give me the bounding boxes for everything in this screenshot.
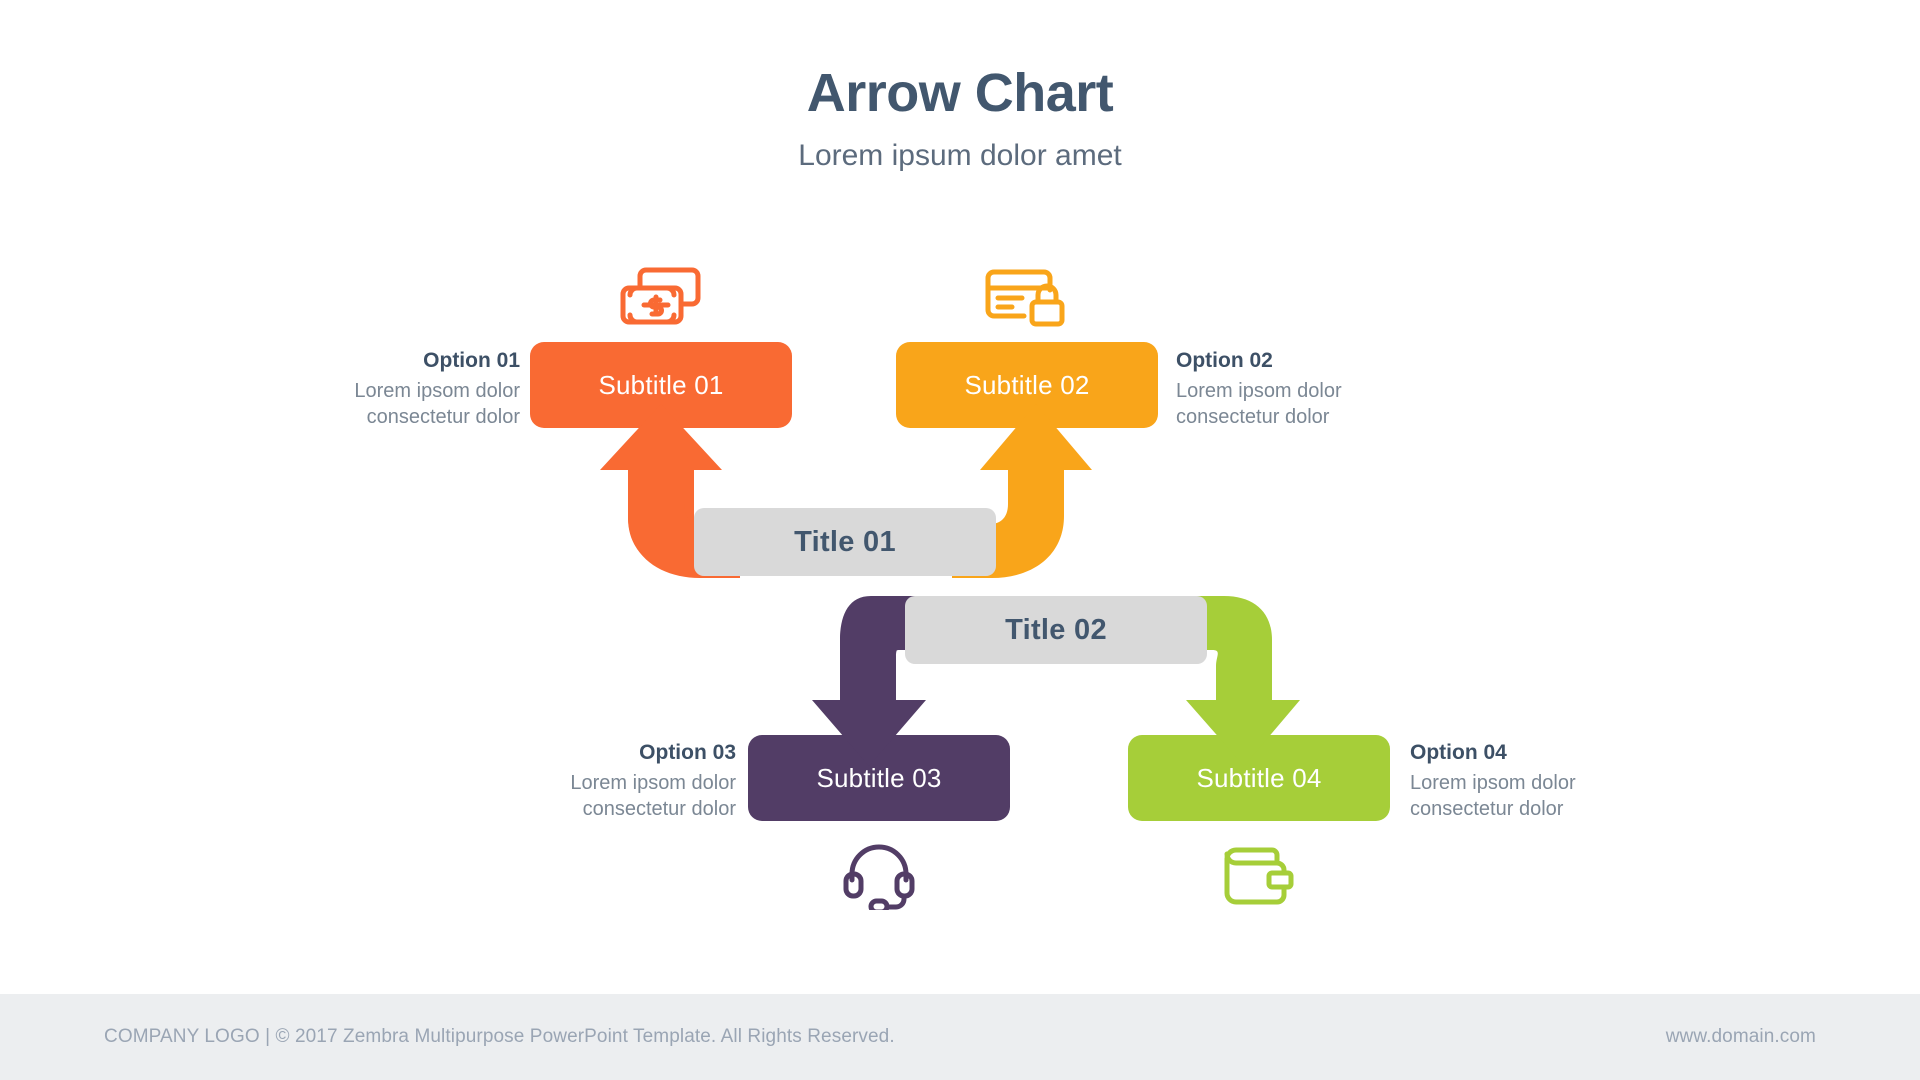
option-title-03: Option 03 (639, 741, 736, 764)
option-title-04: Option 04 (1410, 741, 1507, 764)
slide-footer: COMPANY LOGO | © 2017 Zembra Multipurpos… (0, 994, 1920, 1080)
option-block-02: Option 02 Lorem ipsom dolor consectetur … (1176, 348, 1406, 430)
subtitle-pill-03[interactable]: Subtitle 03 (748, 735, 1010, 821)
footer-website-link[interactable]: www.domain.com (1665, 1026, 1816, 1047)
cash-banknote-dollar-icon (613, 262, 709, 332)
option-body-02-line-1: Lorem ipsom dolor (1176, 380, 1342, 403)
option-body-04-line-1: Lorem ipsom dolor (1410, 772, 1576, 795)
option-block-01: Option 01 Lorem ipsom dolor consectetur … (290, 348, 520, 430)
page-subtitle: Lorem ipsum dolor amet (798, 139, 1122, 173)
option-body-01-line-1: Lorem ipsom dolor (354, 380, 520, 403)
option-body-03-line-2: consectetur dolor (582, 798, 736, 821)
option-block-03: Option 03 Lorem ipsom dolor consectetur … (506, 740, 736, 822)
option-block-04: Option 04 Lorem ipsom dolor consectetur … (1410, 740, 1640, 822)
credit-card-lock-icon (979, 262, 1075, 332)
headset-support-icon (831, 842, 927, 912)
option-body-01-line-2: consectetur dolor (366, 406, 520, 429)
wallet-icon (1211, 842, 1307, 912)
subtitle-pill-02[interactable]: Subtitle 02 (896, 342, 1158, 428)
option-title-02: Option 02 (1176, 349, 1273, 372)
option-body-03-line-1: Lorem ipsom dolor (570, 772, 736, 795)
subtitle-pill-01[interactable]: Subtitle 01 (530, 342, 792, 428)
subtitle-pill-04[interactable]: Subtitle 04 (1128, 735, 1390, 821)
option-body-04-line-2: consectetur dolor (1410, 798, 1564, 821)
footer-copyright: COMPANY LOGO | © 2017 Zembra Multipurpos… (104, 1026, 895, 1047)
option-title-01: Option 01 (423, 349, 520, 372)
title-band-01: Title 01 (694, 508, 996, 576)
slide-header: Arrow Chart Lorem ipsum dolor amet (0, 62, 1920, 174)
option-body-02-line-2: consectetur dolor (1176, 406, 1330, 429)
title-band-02: Title 02 (905, 596, 1207, 664)
page-title: Arrow Chart (806, 63, 1114, 123)
